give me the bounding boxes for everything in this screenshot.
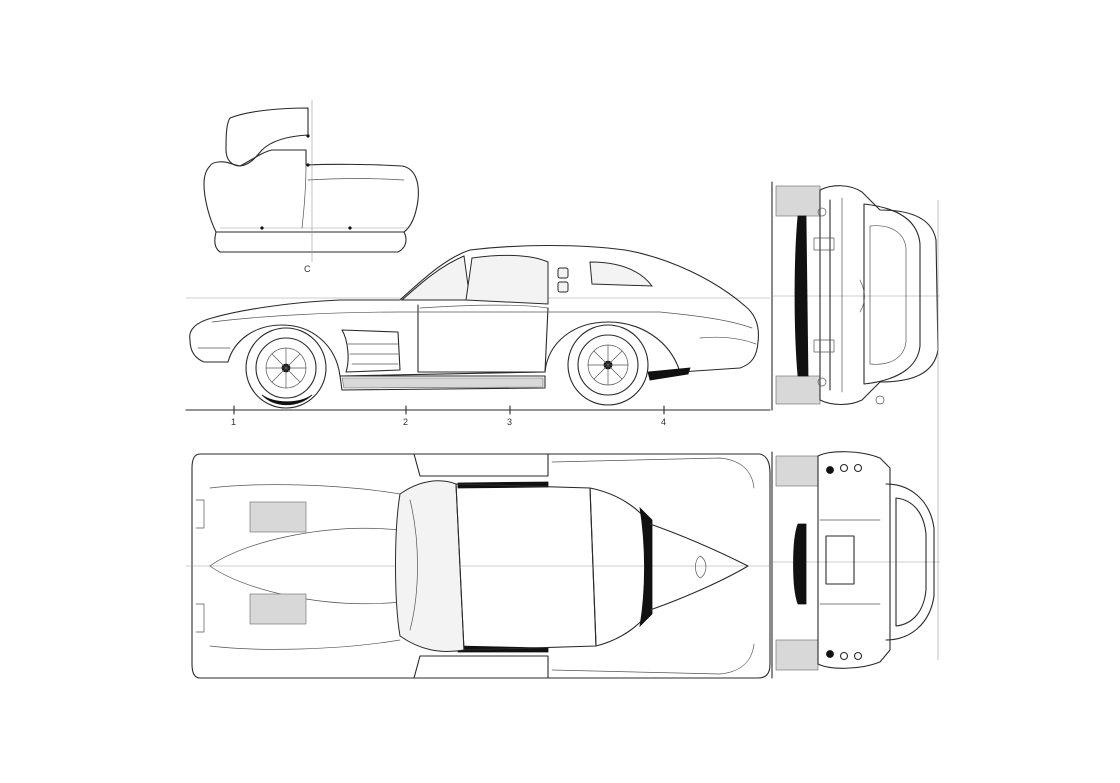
tick-label-2: 2 bbox=[403, 417, 408, 427]
tick-label-4: 4 bbox=[661, 417, 666, 427]
seat-detail-view: C bbox=[203, 100, 419, 274]
tick-label-1: 1 bbox=[231, 417, 236, 427]
front-view bbox=[771, 181, 940, 411]
side-view: 1 2 3 4 bbox=[185, 244, 771, 427]
top-view bbox=[186, 453, 771, 679]
rear-view bbox=[771, 200, 940, 679]
seat-section-label: C bbox=[304, 264, 311, 274]
tick-label-3: 3 bbox=[507, 417, 512, 427]
